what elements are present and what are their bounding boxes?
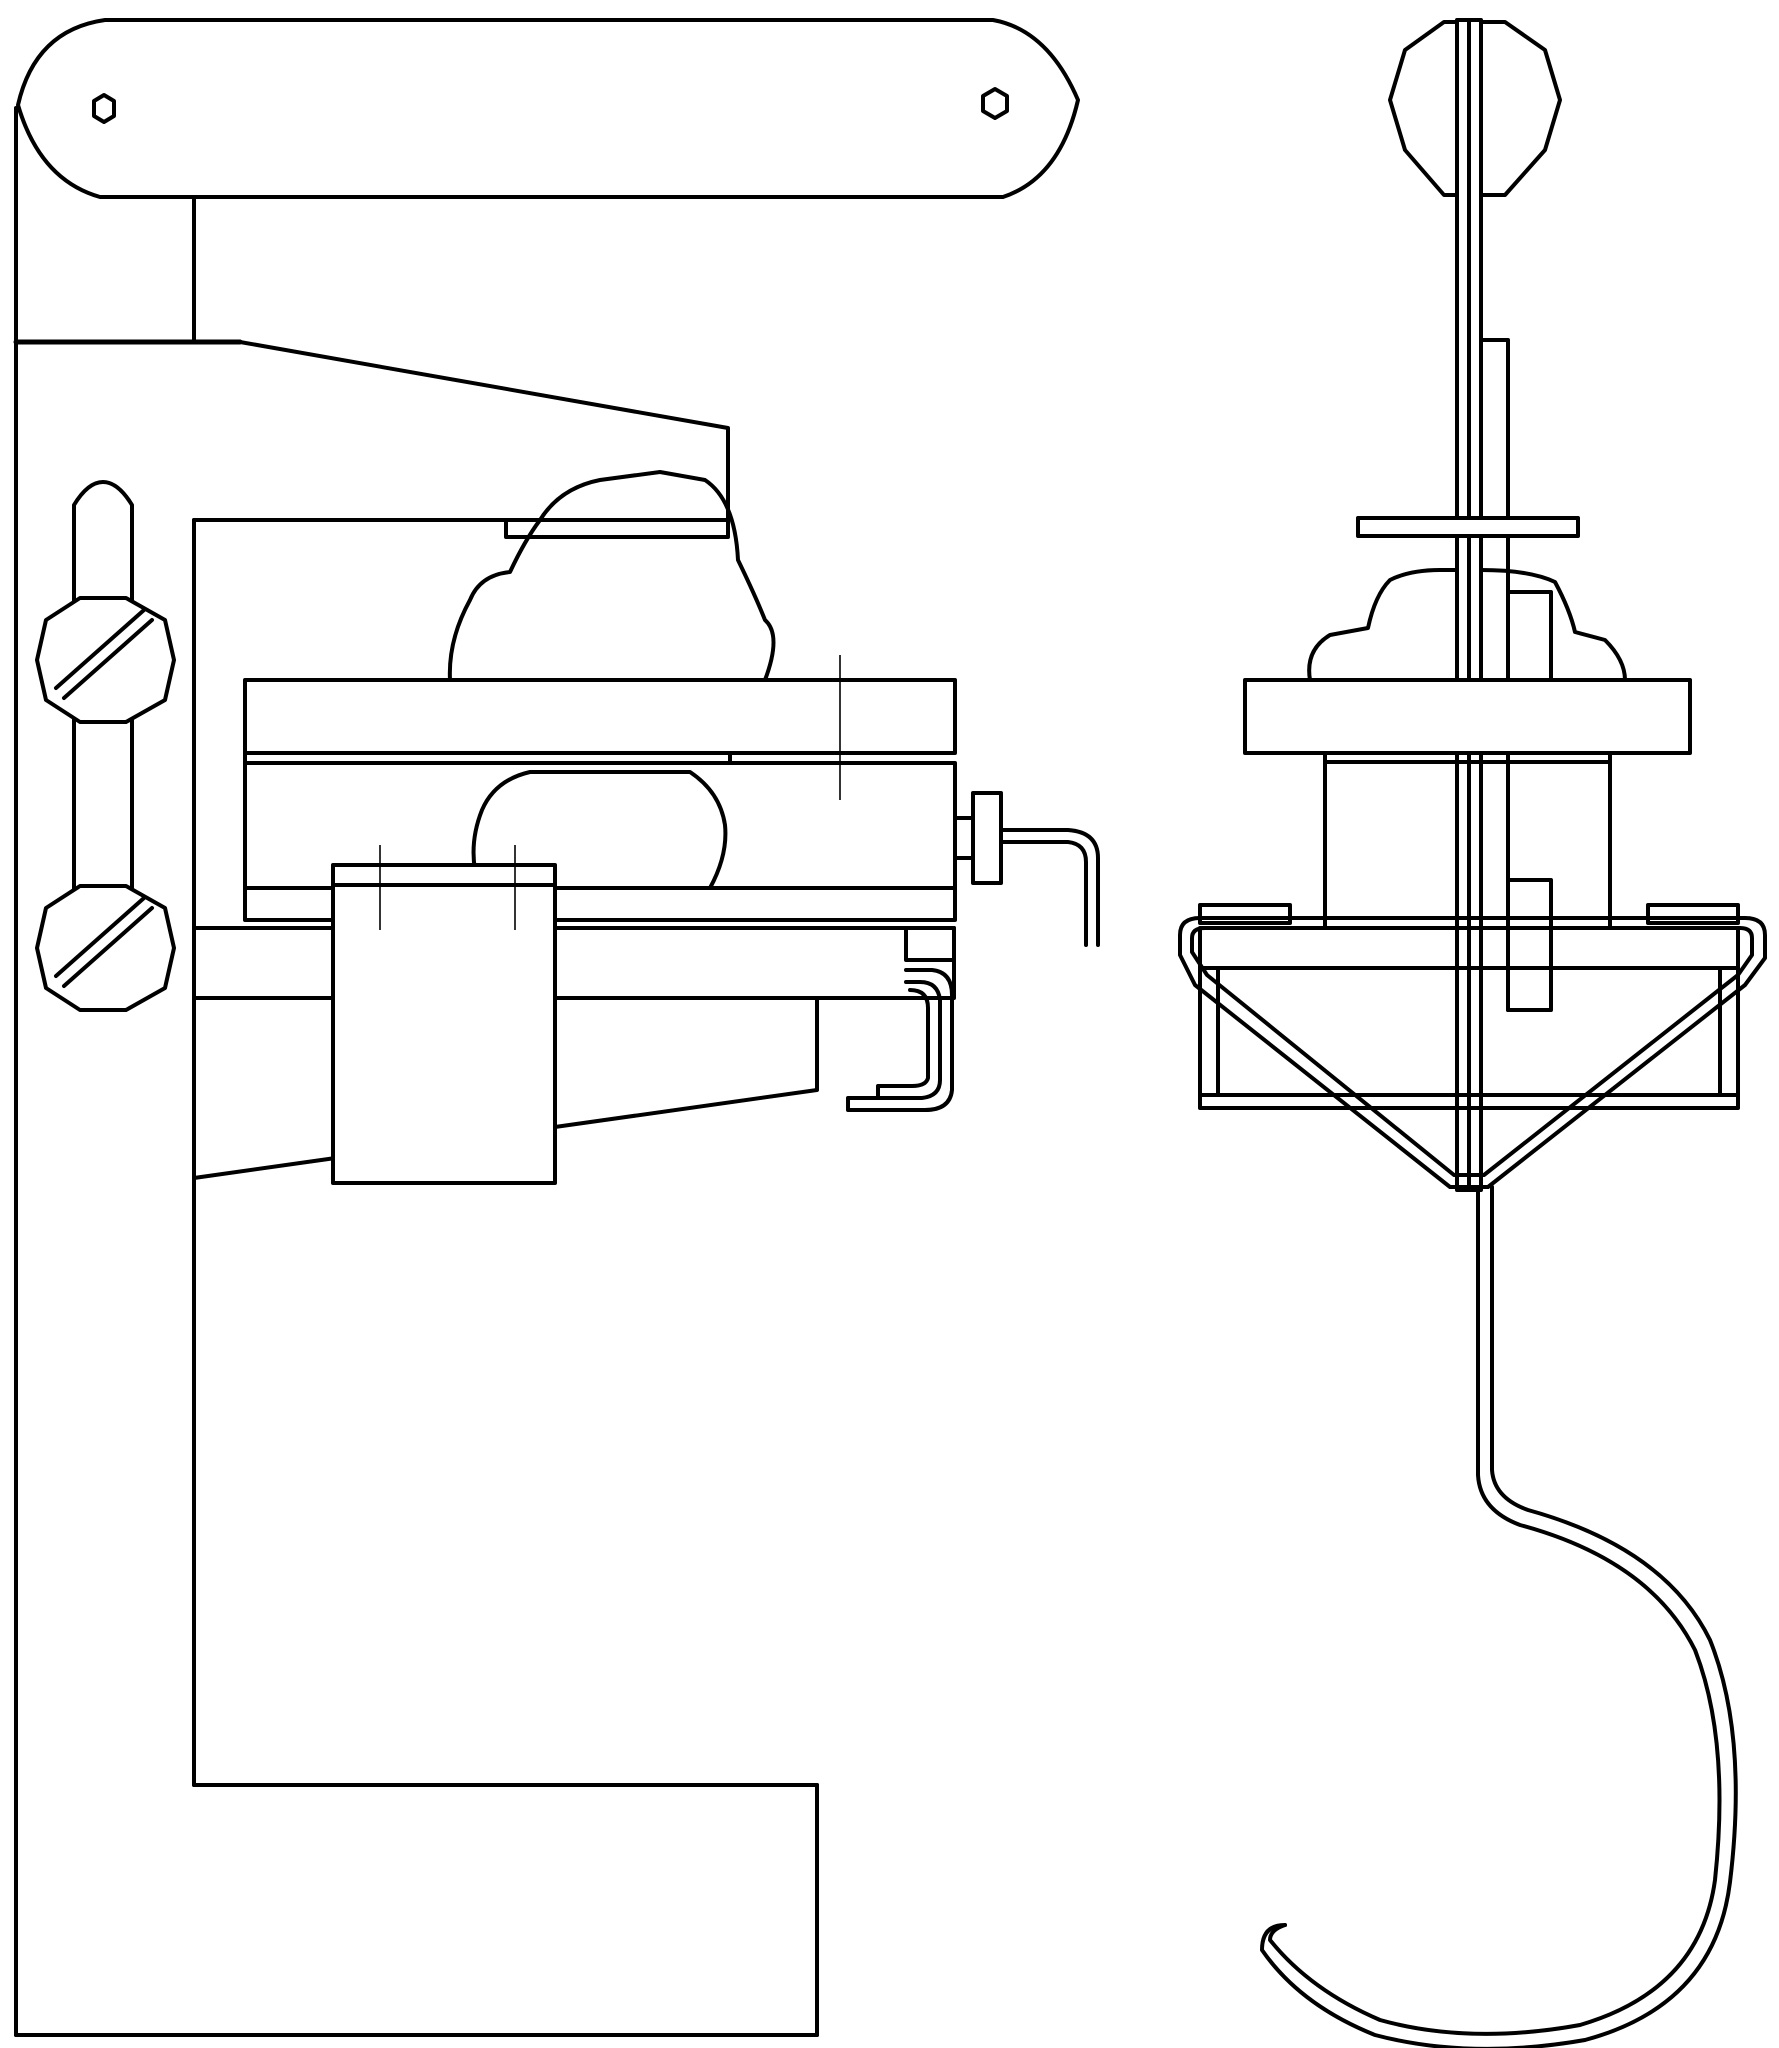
side-fitting	[971, 791, 1003, 885]
upper-arm	[192, 340, 730, 522]
front-knob	[1307, 568, 1627, 682]
base-pad-right	[1646, 903, 1740, 925]
screw-lower	[35, 884, 176, 1012]
bail-inner	[1190, 926, 1754, 1177]
link-hole-left	[92, 93, 116, 124]
cross-plate	[1356, 516, 1580, 538]
front-view	[1178, 18, 1767, 2048]
front-top-plate	[1243, 678, 1692, 755]
screw-upper	[35, 596, 176, 724]
side-fitting-collar	[953, 816, 975, 860]
base-pad-left	[1198, 903, 1292, 925]
lower-arm-tip	[904, 926, 956, 962]
clip	[846, 968, 954, 1112]
knob-top	[447, 470, 776, 682]
bent-wire	[999, 828, 1100, 947]
sensor-top-plate	[243, 678, 957, 755]
hook-inner	[1260, 1185, 1738, 2048]
bent-wire-inner	[999, 840, 1088, 947]
hook-outer	[1268, 1185, 1722, 2036]
sliding-block	[331, 863, 557, 1185]
front-lower-key	[1506, 878, 1553, 1012]
bail-outer	[1178, 916, 1767, 1189]
sensor-window	[471, 770, 728, 890]
side-strip	[1479, 338, 1510, 1012]
top-link-bar	[16, 18, 1080, 199]
base-cage	[1198, 966, 1740, 1110]
link-hole-right	[981, 87, 1009, 120]
clip-inner	[876, 988, 930, 1100]
arm-pad	[504, 518, 730, 539]
side-view	[13, 18, 1100, 2037]
lower-arm	[192, 926, 956, 1000]
